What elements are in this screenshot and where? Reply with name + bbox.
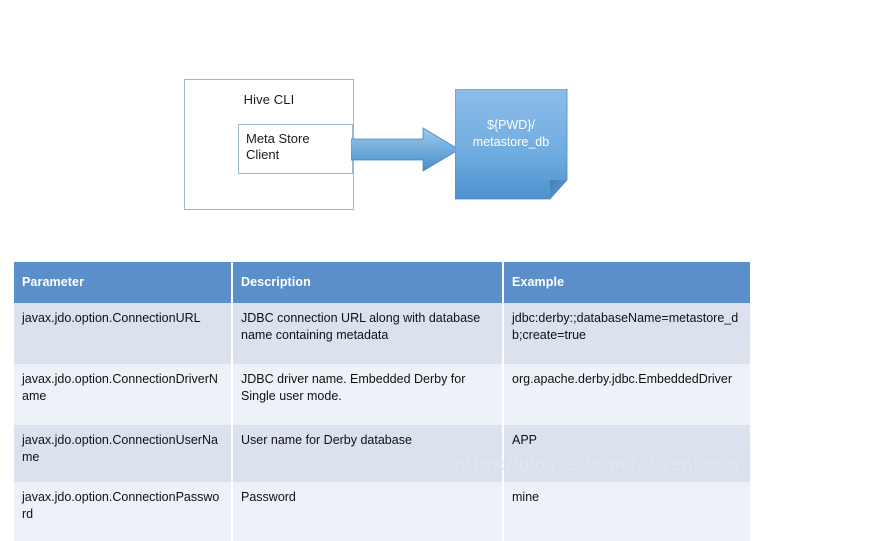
flow-arrow — [350, 126, 461, 173]
table-row: javax.jdo.option.ConnectionURL JDBC conn… — [14, 303, 750, 364]
meta-store-client-label: Meta Store Client — [246, 131, 310, 162]
column-header-example: Example — [503, 262, 750, 303]
hive-metastore-parameters-table: Parameter Description Example javax.jdo.… — [14, 262, 750, 541]
cell-description: User name for Derby database — [232, 425, 504, 482]
metastore-db-shape: ${PWD}/ metastore_db — [454, 88, 575, 205]
table-header-row: Parameter Description Example — [14, 262, 750, 303]
cell-example: org.apache.derby.jdbc.EmbeddedDriver — [503, 364, 750, 425]
cell-description: JDBC driver name. Embedded Derby for Sin… — [232, 364, 504, 425]
cell-example: mine — [503, 482, 750, 541]
table-row: javax.jdo.option.ConnectionPassword Pass… — [14, 482, 750, 541]
hive-cli-label: Hive CLI — [243, 92, 295, 107]
table-body: javax.jdo.option.ConnectionURL JDBC conn… — [14, 303, 750, 541]
cell-example: jdbc:derby:;databaseName=metastore_db;cr… — [503, 303, 750, 364]
table-row: javax.jdo.option.ConnectionUserName User… — [14, 425, 750, 482]
table-row: javax.jdo.option.ConnectionDriverName JD… — [14, 364, 750, 425]
cell-parameter: javax.jdo.option.ConnectionDriverName — [14, 364, 233, 425]
cell-parameter: javax.jdo.option.ConnectionURL — [14, 303, 233, 364]
right-arrow-icon — [350, 127, 460, 172]
table-header: Parameter Description Example — [14, 262, 750, 303]
architecture-diagram: Hive CLI Meta Store Client — [0, 0, 876, 250]
cell-parameter: javax.jdo.option.ConnectionUserName — [14, 425, 233, 482]
meta-store-client-box: Meta Store Client — [238, 124, 353, 174]
column-header-description: Description — [232, 262, 504, 303]
cell-description: JDBC connection URL along with database … — [232, 303, 504, 364]
cell-parameter: javax.jdo.option.ConnectionPassword — [14, 482, 233, 541]
cell-description: Password — [232, 482, 504, 541]
document-shape-icon — [454, 88, 568, 200]
cell-example: APP — [503, 425, 750, 482]
column-header-parameter: Parameter — [14, 262, 233, 303]
